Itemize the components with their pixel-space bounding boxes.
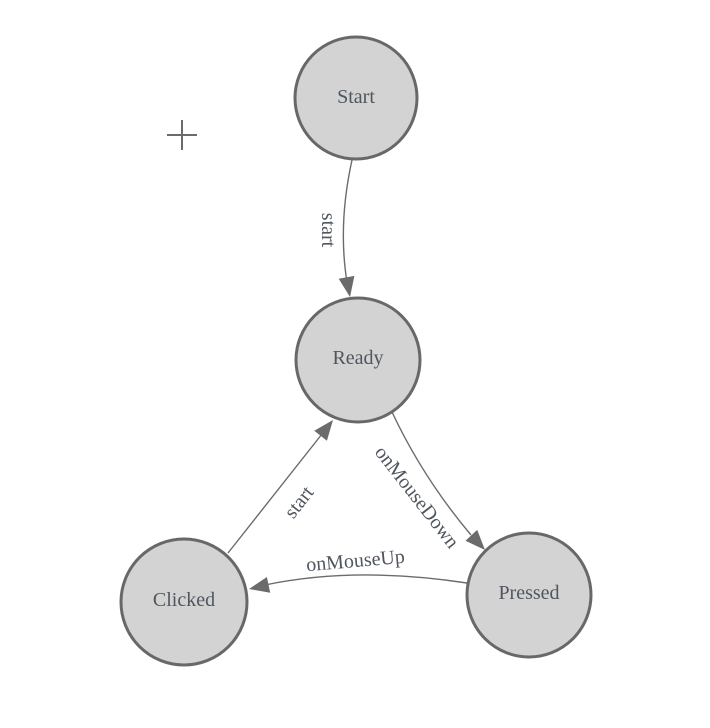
- edge-label-start: start: [317, 213, 339, 248]
- node-start[interactable]: Start: [293, 35, 419, 161]
- node-start-label: Start: [337, 86, 375, 108]
- node-pressed-label: Pressed: [498, 582, 559, 604]
- node-start-circle[interactable]: [293, 35, 419, 161]
- edge-clicked-to-ready[interactable]: start: [227, 420, 333, 554]
- node-ready-label: Ready: [332, 347, 383, 369]
- edge-label-start: start: [280, 482, 319, 523]
- node-clicked-label: Clicked: [153, 589, 215, 611]
- edge-label-onmouseup: onMouseUp: [305, 546, 405, 577]
- edge-line[interactable]: [264, 574, 468, 586]
- node-clicked-circle[interactable]: [119, 537, 249, 667]
- node-ready[interactable]: Ready: [294, 296, 422, 424]
- edge-ready-to-pressed[interactable]: onMouseDown: [370, 411, 485, 553]
- edge-start-to-ready[interactable]: start: [317, 159, 355, 297]
- arrowhead-icon: [314, 420, 333, 441]
- node-ready-circle[interactable]: [294, 296, 422, 424]
- arrowhead-icon: [338, 275, 355, 297]
- node-clicked[interactable]: Clicked: [119, 537, 249, 667]
- edge-line[interactable]: [227, 433, 323, 554]
- edge-line[interactable]: [391, 411, 472, 536]
- node-pressed-circle[interactable]: [465, 531, 593, 659]
- arrowhead-icon: [249, 577, 271, 593]
- edge-line[interactable]: [342, 159, 353, 289]
- edge-pressed-to-clicked[interactable]: onMouseUp: [249, 546, 468, 593]
- node-pressed[interactable]: Pressed: [465, 531, 593, 659]
- crosshair-cursor: [167, 120, 197, 150]
- arrowhead-icon: [465, 529, 485, 550]
